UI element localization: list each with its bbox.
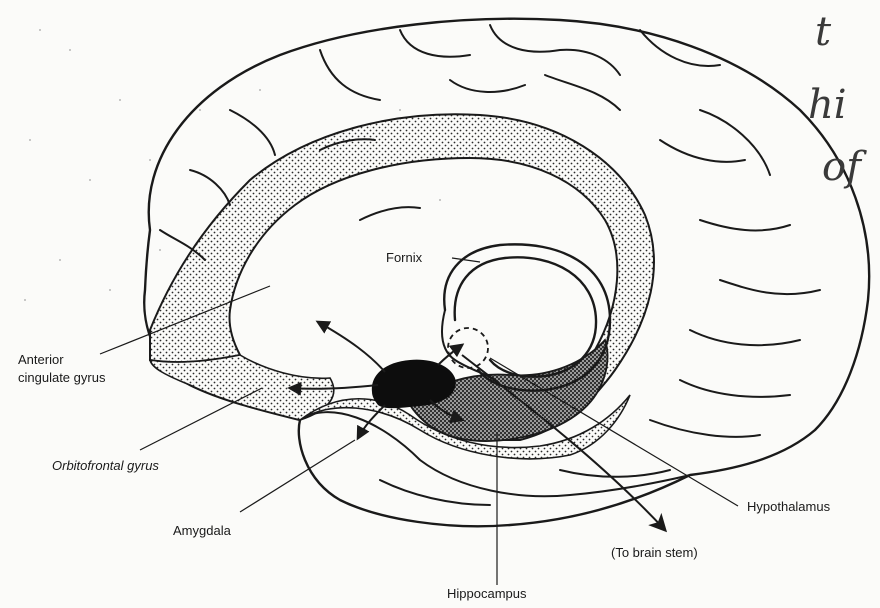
- label-fornix: Fornix: [386, 250, 423, 265]
- label-to-brain-stem: (To brain stem): [611, 545, 698, 560]
- fornix-inner: [455, 257, 596, 376]
- handwriting-line2: hi: [808, 82, 847, 128]
- handwriting-line3: of: [822, 144, 867, 190]
- label-amygdala: Amygdala: [173, 523, 232, 538]
- label-hypothalamus: Hypothalamus: [747, 499, 831, 514]
- arrow-to-cingulate: [318, 322, 385, 372]
- handwritten-annotation: t hi of: [808, 9, 867, 190]
- hypothalamus-region: [448, 328, 488, 368]
- label-anterior-cingulate-line1: Anterior: [18, 352, 64, 367]
- handwriting-line1: t: [815, 9, 832, 55]
- label-anterior-cingulate-line2: cingulate gyrus: [18, 370, 106, 385]
- label-orbitofrontal-gyrus: Orbitofrontal gyrus: [52, 458, 159, 473]
- label-hippocampus: Hippocampus: [447, 586, 527, 601]
- orbitofrontal-region: [150, 355, 334, 420]
